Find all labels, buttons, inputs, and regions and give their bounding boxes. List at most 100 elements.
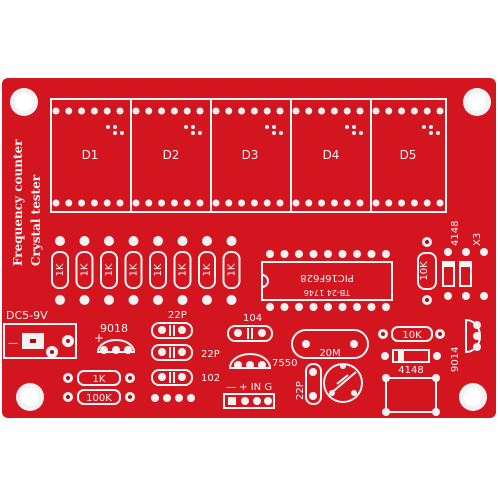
right-resistor-10k: 10K [417,237,437,305]
display-pad [78,107,86,115]
crystal-20m: 20M [291,329,369,359]
display-pad [436,107,444,115]
svg-text:4148: 4148 [450,221,461,246]
mounting-hole-bottom-left [16,383,44,411]
ic-pad [295,303,303,311]
display-pad [170,107,178,115]
resistor-pad [177,295,188,305]
ic-pad [266,250,274,258]
resistor-pad [226,236,237,246]
resistor-pad [55,295,65,305]
input-header: — + IN G [223,382,275,409]
transistor-9014: 9014 [450,318,481,372]
display-pad [398,107,406,115]
cap-22p-vertical: 22P [295,363,322,405]
display-pad [318,107,326,115]
svg-text:10K: 10K [419,261,430,281]
display-pad [132,107,140,115]
display-pad [263,107,271,115]
display-pad [65,199,73,207]
resistor-pad [104,236,114,246]
display-pad [250,107,258,115]
display-pad [132,199,140,207]
svg-text:9018: 9018 [100,322,128,335]
display-label-4: D4 [323,148,340,162]
ic-pad [324,250,332,258]
resistor-body [149,251,167,289]
ic-pad [324,303,332,311]
display-pad [372,199,380,207]
svg-text:100K: 100K [86,393,112,404]
display-pad [116,107,124,115]
ic-pad [382,303,390,311]
display-pad [343,107,351,115]
display-pad [65,107,73,115]
ic-part-label: PIC16F628 [300,272,354,283]
resistor-body [173,251,192,289]
resistor-pad [177,236,188,246]
resistor-label: 1K [227,263,238,276]
resistor-body [222,251,241,289]
display-pad [238,107,246,115]
resistor-body [100,251,118,289]
svg-text:+: + [94,331,104,345]
resistor-label: 1K [104,263,115,276]
resistor-10k-bottom: 10K [378,326,445,342]
resistor-pad [104,295,114,305]
display-pad [356,107,364,115]
ic-pad [382,250,390,258]
resistor-body [75,251,94,289]
display-pad [212,199,220,207]
display-pad [423,107,431,115]
display-pad [225,199,233,207]
display-pad [292,199,300,207]
svg-text:20M: 20M [319,348,340,359]
resistor-pad [128,295,139,305]
display-pad [276,107,284,115]
display-pad [330,199,338,207]
mounting-hole-top-right [463,88,491,116]
resistor-pad [226,295,237,305]
ic-pad [280,303,289,311]
resistor-100k-bottom: 100K [63,389,135,405]
ic-pad [309,303,318,311]
svg-text:Frequency counter: Frequency counter [11,139,25,266]
display-label-3: D3 [242,148,259,162]
transistor-9018: 9018 [96,322,136,354]
resistor-pad [79,295,90,305]
display-dp-dots [106,125,440,135]
svg-text:7550: 7550 [272,358,297,369]
display-pad [250,199,258,207]
display-pad [330,107,338,115]
display-pad [410,199,418,207]
cap-102: 102 [151,369,220,386]
display-pad [423,199,431,207]
resistor-pad [153,295,163,305]
display-pad [158,107,166,115]
display-pads [52,107,444,207]
ic-pad [367,250,376,258]
display-pad [103,107,111,115]
display-pad [385,107,393,115]
svg-text:DC5-9V: DC5-9V [6,309,48,322]
display-pad [276,199,284,207]
power-connector: DC5-9V + — [3,309,104,359]
display-pad [170,199,178,207]
resistor-label: 1K [153,263,164,276]
resistor-pad [202,295,212,305]
pcb-board [2,78,496,418]
display-pad [410,107,418,115]
resistor-label: 1K [80,263,91,276]
resistor-label: 1K [55,263,66,276]
display-pad [356,199,364,207]
ic-code-label: TB-24 1746 [304,288,351,297]
resistor-pad [153,236,163,246]
display-pad [372,107,380,115]
resistor-label: 1K [202,263,213,276]
ic-pad [353,303,361,311]
ic-pad [338,303,347,311]
resistor-1k-bottom: 1K [63,370,135,386]
display-pad [385,199,393,207]
